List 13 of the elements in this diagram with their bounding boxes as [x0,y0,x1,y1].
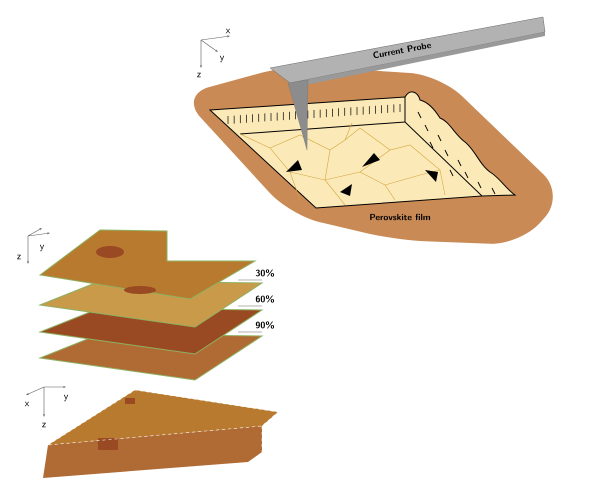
axis-label: x [226,28,230,34]
percent-label: 60% [256,295,274,303]
percent-label: 30% [256,269,274,277]
axis-label: y [220,56,224,62]
percent-label: 90% [256,321,274,329]
axis-label: z [42,422,46,428]
cantilever: Current Probe [270,16,546,150]
axis-label: x [24,402,30,406]
axis-label: z [17,254,21,260]
axis-label: z [197,72,201,78]
axis-label: y [64,394,68,402]
axis-label: y [40,244,44,252]
film-label: Perovskite film [370,214,430,220]
